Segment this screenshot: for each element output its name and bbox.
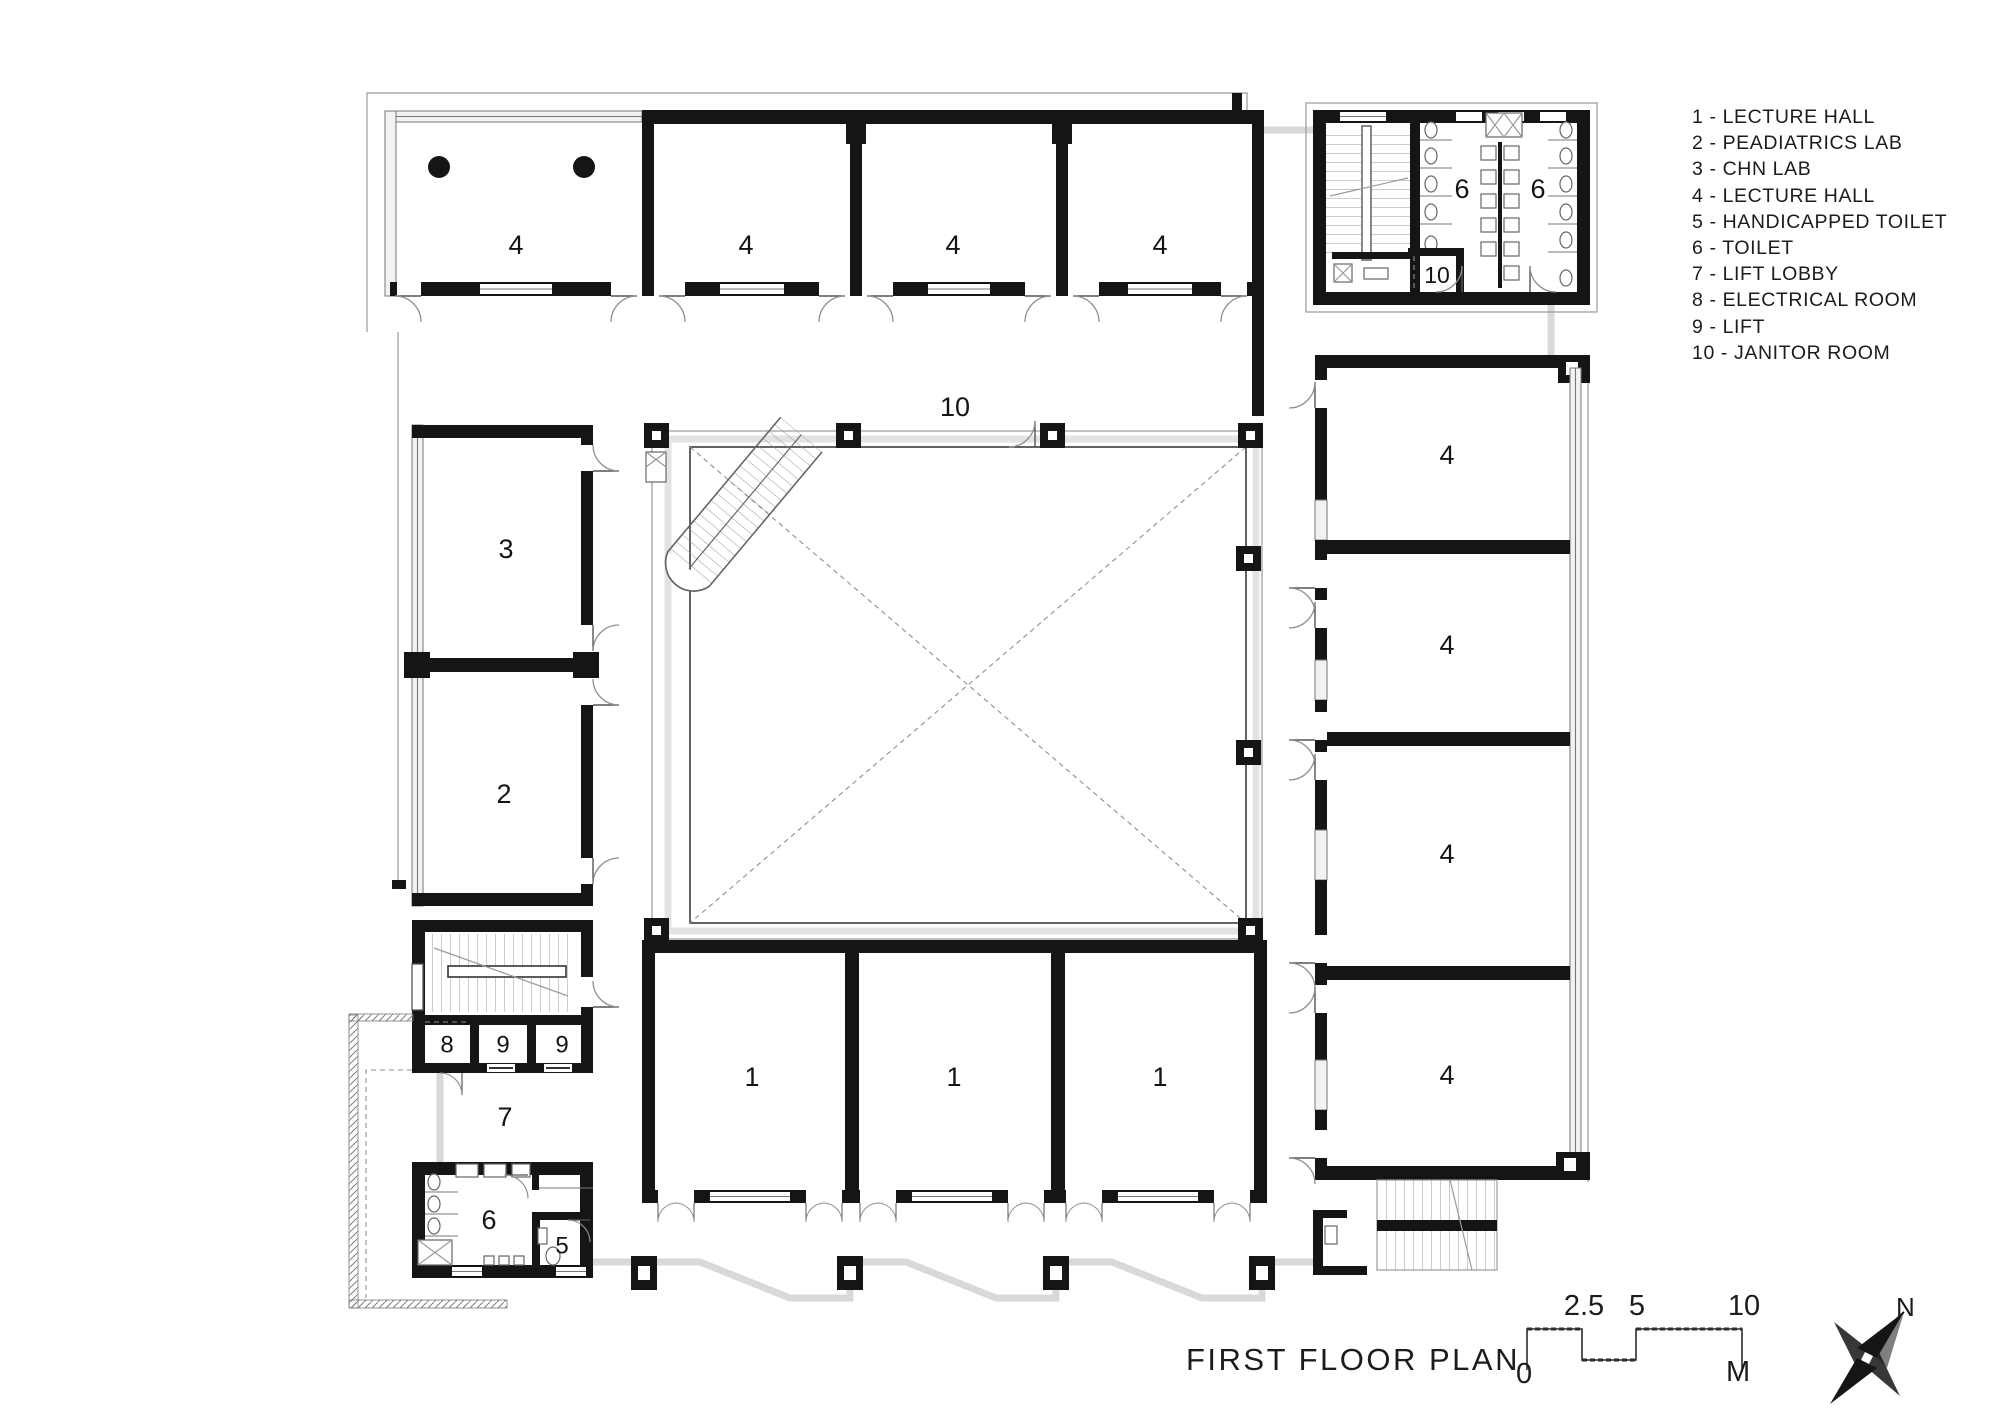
entrance-pylons	[631, 1256, 1275, 1290]
room-label-6: 6	[1530, 174, 1545, 204]
legend-item: 7 - LIFT LOBBY	[1692, 263, 1839, 286]
room-label-2: 2	[496, 779, 511, 809]
room-label-1: 1	[946, 1062, 961, 1092]
east-wing	[1288, 355, 1590, 1275]
north-label: N	[1896, 1292, 1915, 1322]
room-label-4: 4	[1439, 440, 1454, 470]
room-label-4: 4	[1439, 630, 1454, 660]
room-label-7: 7	[497, 1102, 512, 1132]
left-wing	[404, 424, 620, 907]
top-lecture-hall-row	[384, 110, 1264, 416]
room-label-3: 3	[498, 534, 513, 564]
room-label-4: 4	[1152, 230, 1167, 260]
room-label-10: 10	[1424, 262, 1450, 288]
scale-bar	[1526, 1327, 1743, 1372]
legend-item: 6 - TOILET	[1692, 236, 1794, 259]
scale-tick-label: 10	[1727, 1290, 1761, 1322]
south-lecture-halls	[631, 940, 1275, 1290]
scale-tick-label: 2.5	[1563, 1290, 1605, 1322]
room-label-4: 4	[1439, 1060, 1454, 1090]
room-label-4: 4	[508, 230, 523, 260]
scale-unit-label: M	[1726, 1356, 1751, 1388]
legend-item: 5 - HANDICAPPED TOILET	[1692, 210, 1948, 233]
legend-item: 8 - ELECTRICAL ROOM	[1692, 289, 1918, 312]
drawing-title: FIRST FLOOR PLAN	[1186, 1342, 1520, 1377]
legend: 1 - LECTURE HALL 2 - PEADIATRICS LAB 3 -…	[1692, 104, 1947, 366]
scale-zero-label: 0	[1516, 1358, 1533, 1390]
room-label-5: 5	[555, 1232, 568, 1259]
room-label-4: 4	[1439, 839, 1454, 869]
room-label-10: 10	[940, 392, 970, 422]
southwest-core	[348, 920, 620, 1309]
legend-item: 3 - CHN LAB	[1692, 158, 1812, 181]
room-label-4: 4	[945, 230, 960, 260]
room-label-6: 6	[1454, 174, 1469, 204]
atrium-stair	[664, 416, 823, 592]
east-external-stair	[1313, 1179, 1498, 1275]
north-arrow-icon	[1830, 1311, 1905, 1404]
legend-item: 1 - LECTURE HALL	[1692, 106, 1875, 128]
legend-item: 9 - LIFT	[1692, 315, 1766, 338]
scale-tick-label: 5	[1628, 1290, 1646, 1322]
roof-outline	[366, 92, 1598, 1182]
urinal-battery	[1480, 142, 1520, 288]
room-label-8: 8	[440, 1031, 453, 1058]
room-label-9: 9	[555, 1031, 568, 1058]
room-label-4: 4	[738, 230, 753, 260]
room-label-1: 1	[1152, 1062, 1167, 1092]
covered-links	[436, 126, 1555, 1302]
room-label-9: 9	[496, 1031, 509, 1058]
legend-item: 10 - JANITOR ROOM	[1692, 341, 1891, 364]
room-label-1: 1	[744, 1062, 759, 1092]
legend-item: 4 - LECTURE HALL	[1692, 184, 1875, 207]
toilet-annex	[1313, 110, 1590, 305]
legend-item: 2 - PEADIATRICS LAB	[1692, 132, 1903, 155]
room-label-6: 6	[481, 1205, 496, 1235]
atrium	[644, 416, 1263, 943]
